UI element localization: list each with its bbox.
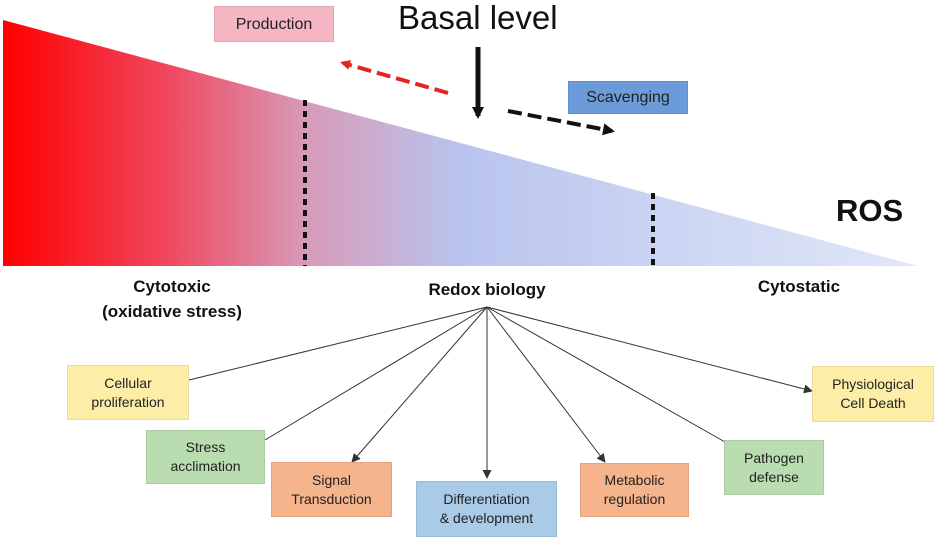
process-line2: acclimation — [170, 458, 241, 474]
ros-axis-label: ROS — [836, 193, 904, 228]
production-box: Production — [214, 6, 334, 42]
process-line1: Physiological — [832, 376, 914, 392]
process-pathogen-defense: Pathogen defense — [724, 440, 824, 495]
connector-stress-acclimation — [264, 306, 488, 441]
process-line2: Cell Death — [840, 395, 906, 411]
process-line2: & development — [439, 510, 534, 526]
zone-redox-label: Redox biology — [428, 280, 546, 299]
connector-metabolic-regulation — [486, 306, 606, 463]
process-line2: Transduction — [291, 490, 372, 507]
connector-cellular-proliferation — [188, 306, 488, 381]
production-label: Production — [235, 15, 313, 33]
connector-signal-transduction — [351, 306, 488, 463]
zone-cytotoxic-label: Cytotoxic — [133, 277, 211, 296]
process-line2: proliferation — [91, 393, 165, 410]
process-metabolic-regulation: Metabolic regulation — [580, 463, 689, 517]
process-line1: Pathogen — [744, 449, 804, 466]
connector-physiological-cell-death — [486, 306, 813, 394]
process-line1: Metabolic — [604, 472, 665, 488]
process-line2: regulation — [603, 491, 666, 507]
basal-level-title: Basal level — [398, 0, 558, 36]
process-line2: defense — [749, 468, 799, 485]
scavenging-box: Scavenging — [568, 81, 688, 114]
process-line1: Differentiation — [443, 491, 530, 507]
process-physiological-cell-death: Physiological Cell Death — [812, 366, 934, 422]
scavenging-label: Scavenging — [586, 89, 670, 106]
process-line1: Signal — [312, 471, 351, 488]
process-signal-transduction: Signal Transduction — [271, 462, 392, 517]
scavenging-arrow — [507, 109, 615, 136]
process-line1: Cellular — [104, 374, 152, 391]
connector-pathogen-defense — [486, 306, 726, 443]
process-line1: Stress — [185, 439, 226, 455]
production-arrow — [340, 60, 449, 95]
zone-cytostatic-label: Cytostatic — [757, 277, 841, 296]
process-cellular-proliferation: Cellular proliferation — [67, 365, 189, 420]
ros-gradient-wedge — [3, 20, 918, 266]
redox-connectors — [188, 306, 813, 479]
process-stress-acclimation: Stress acclimation — [146, 430, 265, 484]
process-differentiation-development: Differentiation & development — [416, 481, 557, 537]
zone-cytotoxic-sublabel: (oxidative stress) — [102, 302, 242, 321]
